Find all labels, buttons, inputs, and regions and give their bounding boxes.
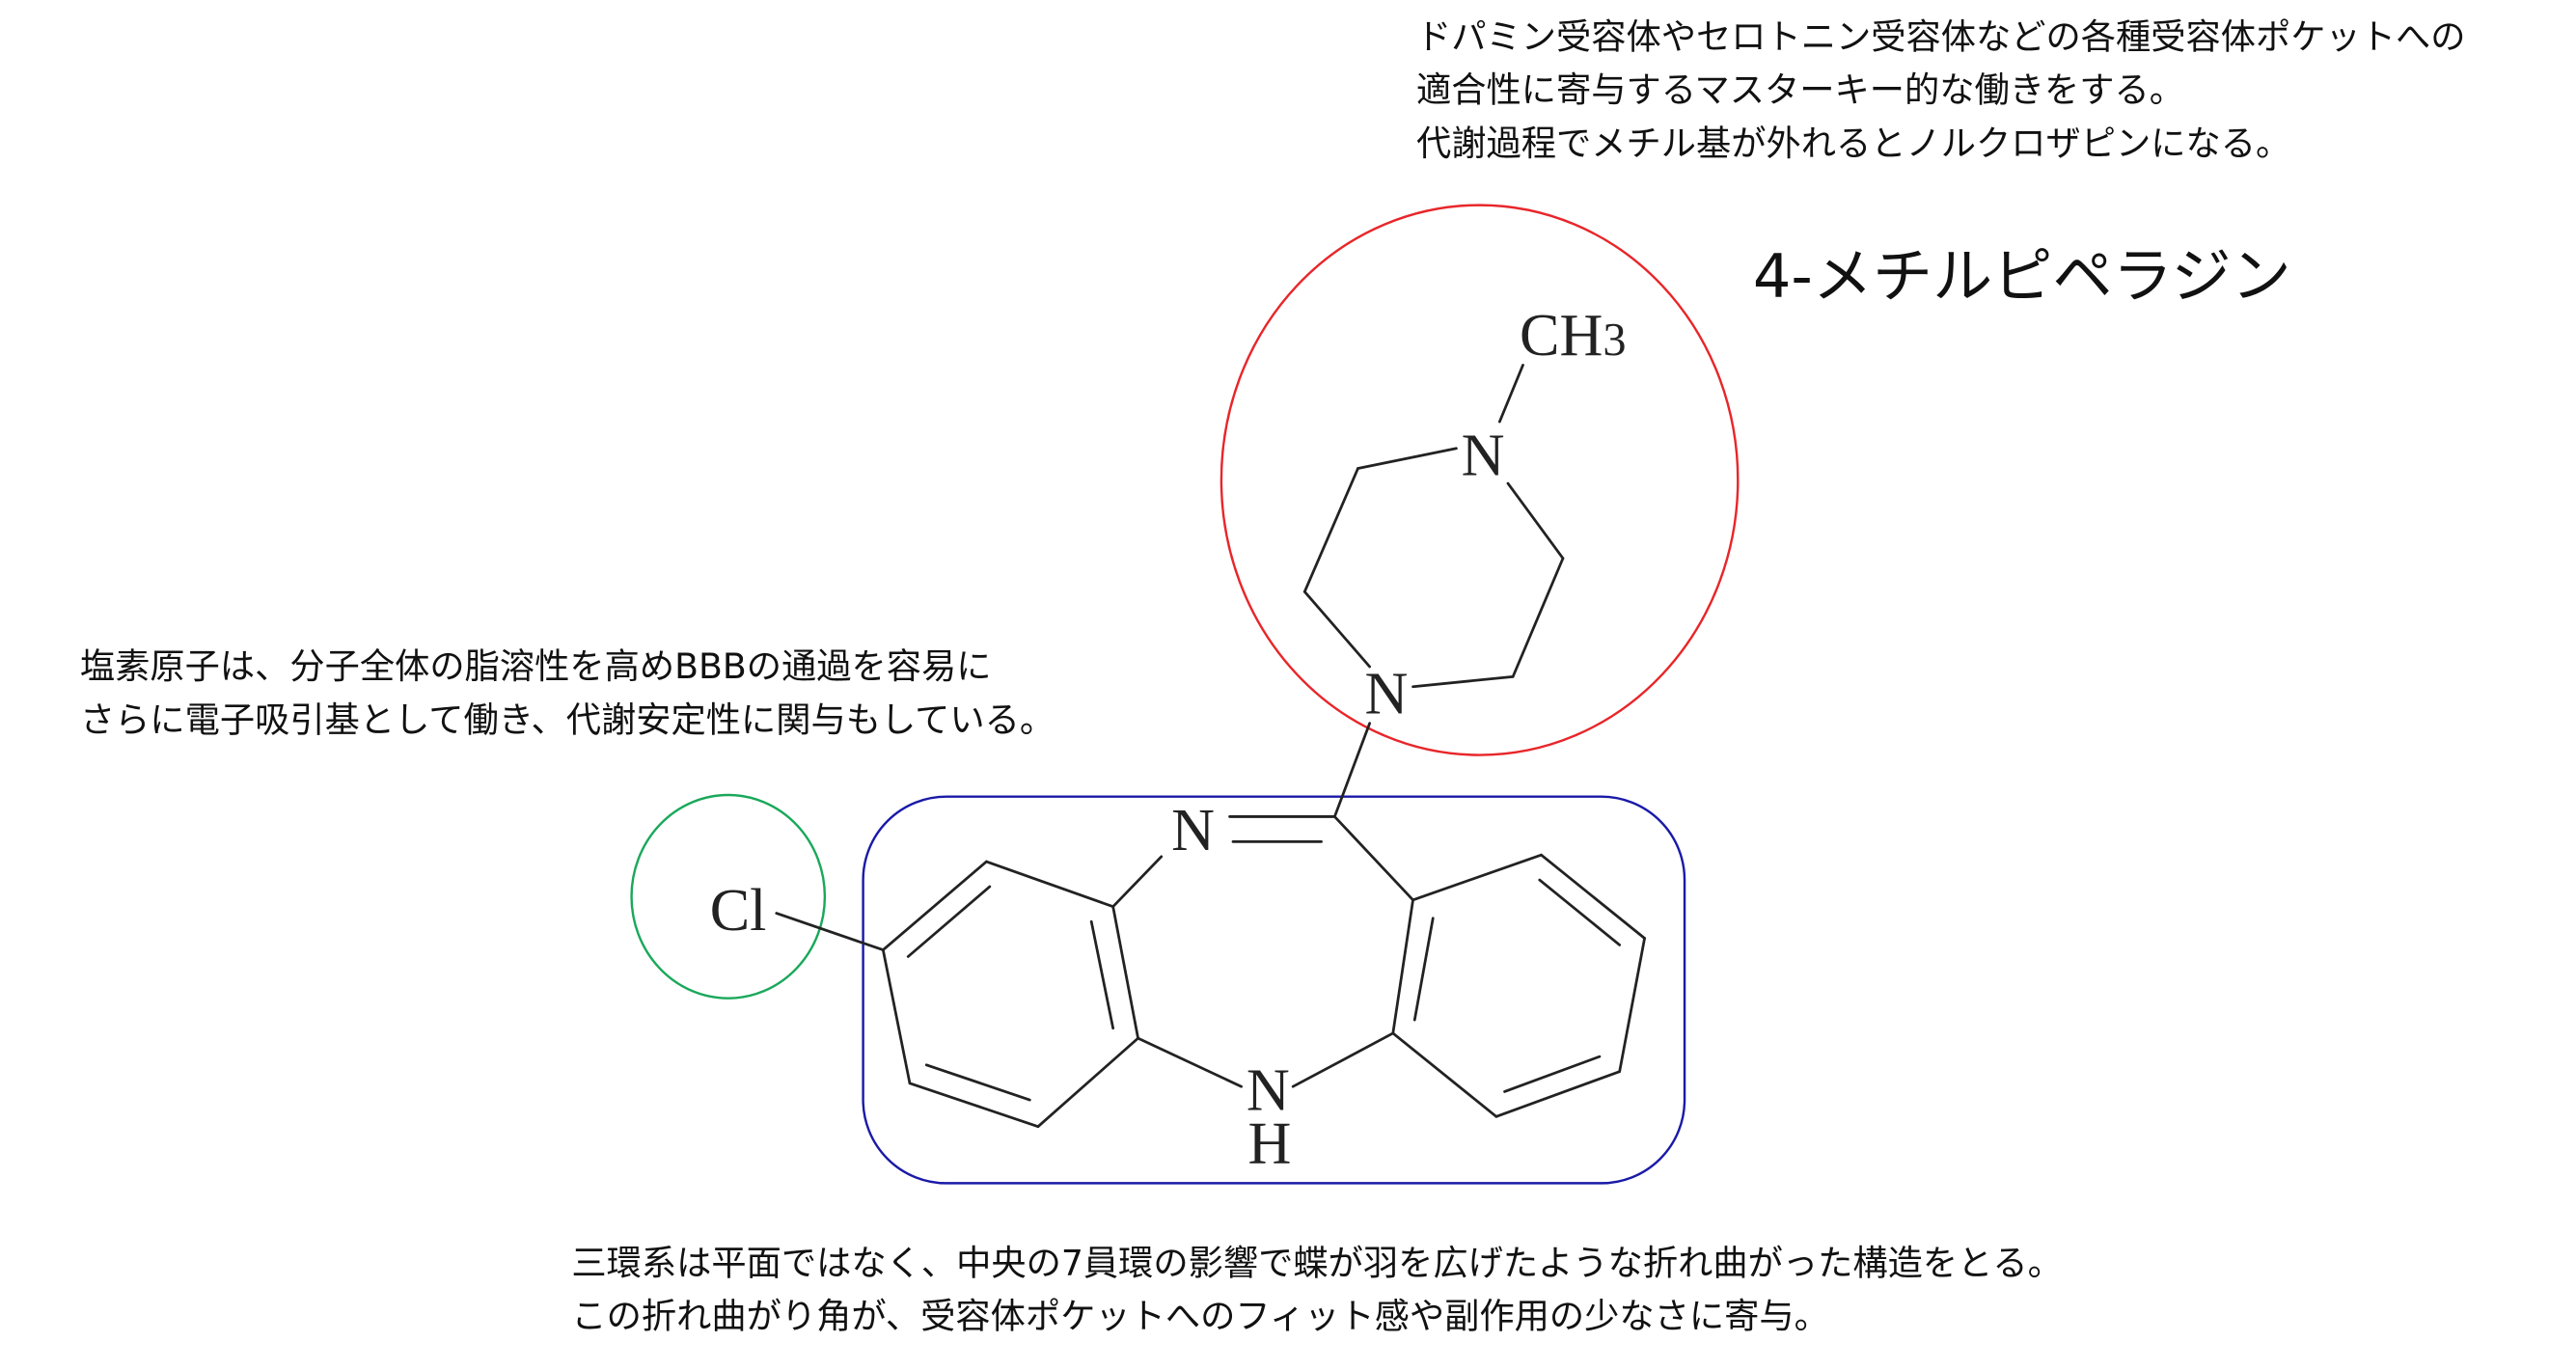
piperazine-n-top: N — [1462, 423, 1505, 488]
atom-labels: CH3 N N N N H Cl — [710, 303, 1627, 1177]
chlorine-note: 塩素原子は、分子全体の脂溶性を高めBBBの通過を容易に さらに電子吸引基として働… — [80, 645, 1055, 740]
chlorine-label: Cl — [710, 878, 767, 944]
piperazine-title: 4-メチルピペラジン — [1753, 241, 2291, 312]
tricyclic-note-line: 三環系は平面ではなく、中央の7員環の影響で蝶が羽を広げたような折れ曲がった構造を… — [571, 1242, 2063, 1283]
tricyclic-note-line: この折れ曲がり角が、受容体ポケットへのフィット感や副作用の少なさに寄与。 — [571, 1296, 1829, 1337]
methyl-label: CH3 — [1520, 303, 1627, 369]
chlorine-highlight-circle — [630, 793, 827, 1000]
amine-n-label: N — [1247, 1057, 1290, 1123]
piperazine-n-bottom: N — [1364, 661, 1408, 726]
chlorine-note-line: 塩素原子は、分子全体の脂溶性を高めBBBの通過を容易に — [80, 645, 992, 687]
piperazine-note-line: ドパミン受容体やセロトニン受容体などの各種受容体ポケットへの — [1416, 15, 2466, 57]
piperazine-note-line: 代謝過程でメチル基が外れるとノルクロザピンになる。 — [1416, 123, 2290, 164]
amine-h-label: H — [1248, 1111, 1292, 1177]
methyl-subscript: 3 — [1603, 315, 1626, 366]
piperazine-note-line: 適合性に寄与するマスターキー的な働きをする。 — [1416, 69, 2184, 111]
methyl-c-label: CH — [1520, 303, 1603, 369]
imine-n-label: N — [1171, 798, 1215, 863]
piperazine-highlight-circle — [1219, 204, 1740, 756]
tricyclic-note: 三環系は平面ではなく、中央の7員環の影響で蝶が羽を広げたような折れ曲がった構造を… — [571, 1242, 2063, 1336]
bonds — [775, 364, 1646, 1129]
piperazine-note: ドパミン受容体やセロトニン受容体などの各種受容体ポケットへの 適合性に寄与するマ… — [1416, 15, 2466, 164]
chlorine-note-line: さらに電子吸引基として働き、代謝安定性に関与もしている。 — [80, 699, 1055, 740]
tricyclic-highlight-box — [862, 795, 1686, 1185]
